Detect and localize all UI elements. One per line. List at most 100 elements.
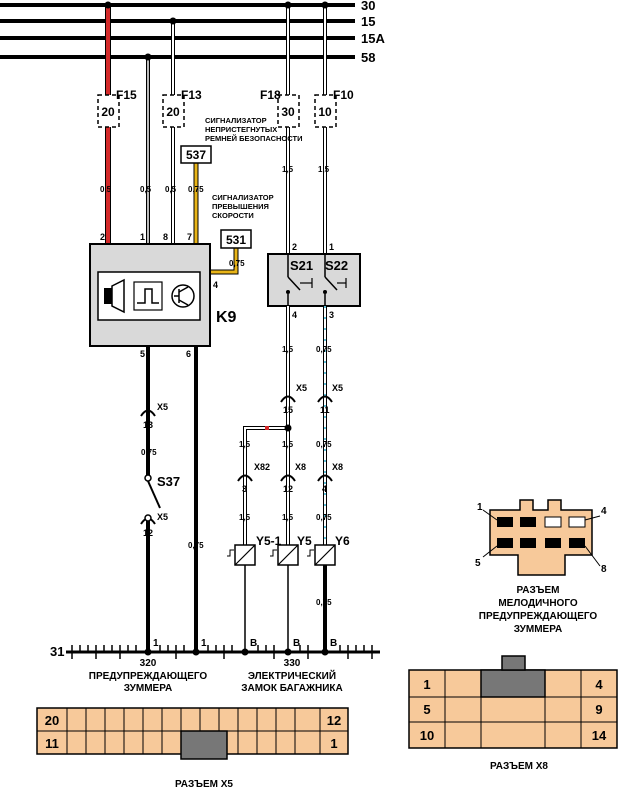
svg-text:1: 1 xyxy=(153,638,159,649)
connector-label: X8 xyxy=(332,462,343,472)
svg-text:ПРЕВЫШЕНИЯ: ПРЕВЫШЕНИЯ xyxy=(212,202,269,211)
svg-text:Y5-1: Y5-1 xyxy=(256,534,282,548)
svg-text:B: B xyxy=(250,638,257,649)
svg-text:3: 3 xyxy=(329,310,334,320)
svg-text:ЗУММЕРА: ЗУММЕРА xyxy=(514,624,562,635)
fuse-f13: 20 F13 xyxy=(162,88,202,128)
connector-label: 4 xyxy=(322,484,327,494)
connector-label: X5 xyxy=(157,402,168,412)
svg-text:7: 7 xyxy=(187,232,192,242)
wire-size: 1,5 xyxy=(239,440,251,449)
wire-size: 1,5 xyxy=(318,165,330,174)
svg-text:1: 1 xyxy=(477,502,483,513)
svg-text:14: 14 xyxy=(592,728,607,743)
switch-s37: S37 xyxy=(144,474,180,522)
svg-text:4: 4 xyxy=(595,677,603,692)
svg-text:Y5: Y5 xyxy=(297,534,312,548)
svg-text:4: 4 xyxy=(213,280,218,290)
connector-label: 13 xyxy=(143,420,153,430)
bus-label-58: 58 xyxy=(361,50,375,65)
wire-size: 0,75 xyxy=(316,513,332,522)
wire-size: 1,5 xyxy=(282,165,294,174)
svg-text:9: 9 xyxy=(595,702,602,717)
svg-text:8: 8 xyxy=(601,564,607,575)
connector-x5: 20 12 11 1 РАЗЪЕМ X5 xyxy=(36,707,349,790)
svg-text:1: 1 xyxy=(329,242,334,252)
wire-size: 0,75 xyxy=(229,259,245,268)
svg-text:РЕМНЕЙ БЕЗОПАСНОСТИ: РЕМНЕЙ БЕЗОПАСНОСТИ xyxy=(205,134,302,143)
svg-text:ПРЕДУПРЕЖДАЮЩЕГО: ПРЕДУПРЕЖДАЮЩЕГО xyxy=(479,611,598,622)
svg-text:20: 20 xyxy=(101,105,115,119)
svg-text:F13: F13 xyxy=(181,88,202,102)
svg-text:РАЗЪЕМ X8: РАЗЪЕМ X8 xyxy=(490,761,548,772)
connector-label: X8 xyxy=(295,462,306,472)
connector-label: 12 xyxy=(283,484,293,494)
svg-text:S37: S37 xyxy=(157,474,180,489)
module-k9: K9 2 1 8 7 4 5 6 xyxy=(89,232,237,359)
wire-size: 1,5 xyxy=(239,513,251,522)
indicator-531: СИГНАЛИЗАТОР ПРЕВЫШЕНИЯ СКОРОСТИ 531 xyxy=(212,193,274,249)
power-buses xyxy=(0,3,355,59)
svg-text:30: 30 xyxy=(281,105,295,119)
lower-wires xyxy=(146,306,327,652)
svg-text:11: 11 xyxy=(45,736,59,751)
wire-size: 0,75 xyxy=(316,345,332,354)
svg-text:B: B xyxy=(293,638,300,649)
svg-text:2: 2 xyxy=(292,242,297,252)
svg-text:СИГНАЛИЗАТОР: СИГНАЛИЗАТОР xyxy=(212,193,274,202)
connector-arcs xyxy=(140,395,333,525)
connector-label: 15 xyxy=(283,405,293,415)
wire-size: 0,5 xyxy=(100,185,112,194)
svg-text:4: 4 xyxy=(601,506,607,517)
bus-label-30: 30 xyxy=(361,0,375,13)
connector-label: X82 xyxy=(254,462,270,472)
fuse-f15: 20 F15 xyxy=(97,88,137,128)
svg-text:12: 12 xyxy=(327,713,341,728)
actuator-y5-1: Y5-1 xyxy=(227,534,282,566)
wire-size: 1,5 xyxy=(282,513,294,522)
svg-text:10: 10 xyxy=(318,105,332,119)
svg-text:1: 1 xyxy=(201,638,207,649)
svg-text:ЗУММЕРА: ЗУММЕРА xyxy=(124,683,172,694)
svg-text:РАЗЪЕМ: РАЗЪЕМ xyxy=(517,585,560,596)
svg-text:1: 1 xyxy=(423,677,430,692)
svg-text:1: 1 xyxy=(330,736,337,751)
connector-label: 11 xyxy=(320,405,330,415)
svg-text:10: 10 xyxy=(420,728,434,743)
wire-size: 0,75 xyxy=(316,440,332,449)
connector-buzzer: 1 4 5 8 РАЗЪЕМ МЕЛОДИЧНОГО ПРЕДУПРЕЖДАЮЩ… xyxy=(475,499,607,635)
svg-text:S21: S21 xyxy=(290,258,313,273)
fuse-f18: 30 F18 xyxy=(260,88,300,128)
svg-text:F10: F10 xyxy=(333,88,354,102)
actuator-y5: Y5 xyxy=(270,534,312,566)
svg-text:ЗАМОК БАГАЖНИКА: ЗАМОК БАГАЖНИКА xyxy=(241,683,343,694)
connector-label: X5 xyxy=(157,512,168,522)
wire-size: 0,75 xyxy=(188,541,204,550)
wire-size: 0,5 xyxy=(140,185,152,194)
svg-text:ЭЛЕКТРИЧЕСКИЙ: ЭЛЕКТРИЧЕСКИЙ xyxy=(248,669,336,682)
svg-text:6: 6 xyxy=(186,349,191,359)
svg-text:531: 531 xyxy=(226,233,246,247)
svg-text:4: 4 xyxy=(292,310,297,320)
svg-text:20: 20 xyxy=(166,105,180,119)
connector-label: X5 xyxy=(296,383,307,393)
svg-text:31: 31 xyxy=(50,644,64,659)
indicator-537: СИГНАЛИЗАТОР НЕПРИСТЕГНУТЫХ РЕМНЕЙ БЕЗОП… xyxy=(180,116,302,164)
svg-text:5: 5 xyxy=(140,349,145,359)
svg-text:РАЗЪЕМ X5: РАЗЪЕМ X5 xyxy=(175,779,233,790)
svg-text:1: 1 xyxy=(140,232,145,242)
svg-text:ПРЕДУПРЕЖДАЮЩЕГО: ПРЕДУПРЕЖДАЮЩЕГО xyxy=(89,671,208,682)
ground-bus: 31 1 1 B B B 320 ПРЕДУПРЕЖДАЮЩЕГО ЗУММЕР… xyxy=(50,638,380,694)
svg-text:20: 20 xyxy=(45,713,59,728)
actuator-y6: Y6 xyxy=(307,534,350,566)
svg-text:СКОРОСТИ: СКОРОСТИ xyxy=(212,211,254,220)
svg-text:537: 537 xyxy=(186,148,206,162)
svg-text:2: 2 xyxy=(100,232,105,242)
svg-text:8: 8 xyxy=(163,232,168,242)
bus-label-15a: 15A xyxy=(361,31,385,46)
svg-text:МЕЛОДИЧНОГО: МЕЛОДИЧНОГО xyxy=(498,598,578,609)
connector-label: X5 xyxy=(332,383,343,393)
svg-text:330: 330 xyxy=(284,658,301,669)
wire-size: 1,5 xyxy=(282,345,294,354)
